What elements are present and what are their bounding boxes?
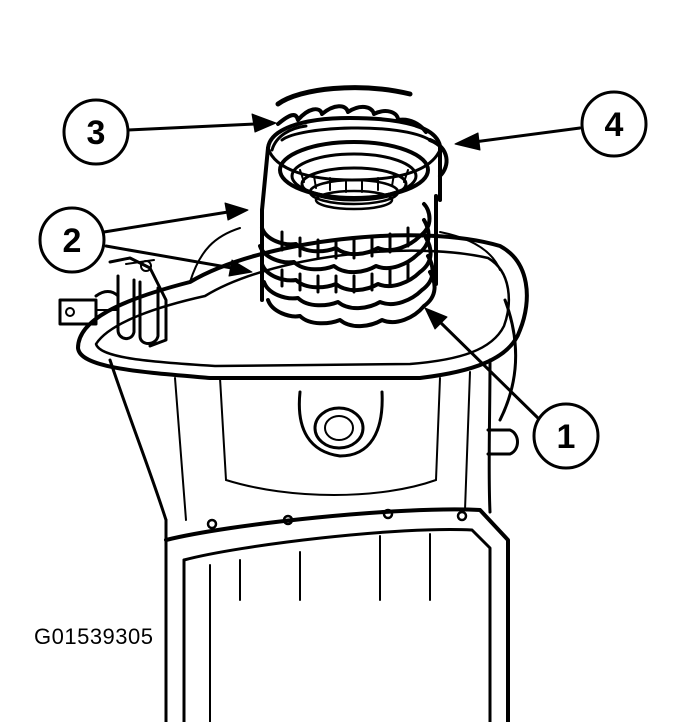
arrowhead-4	[454, 132, 481, 151]
side-bracket	[58, 256, 168, 348]
callout-2: 2	[38, 206, 106, 274]
arrowhead-3	[251, 113, 277, 133]
leader-line-2b	[104, 244, 234, 270]
callout-1-label: 1	[557, 418, 576, 456]
callout-4: 4	[580, 90, 648, 158]
arrowhead-1	[424, 307, 448, 330]
callout-3: 3	[62, 98, 130, 166]
arrowhead-2b	[228, 259, 253, 277]
arrowhead-2a	[224, 202, 249, 221]
callout-4-label: 4	[605, 106, 624, 144]
leader-line-4	[472, 126, 582, 144]
leader-line-2a	[102, 210, 230, 234]
clutch-plate-stack	[258, 85, 449, 328]
leader-line-3	[126, 122, 258, 132]
figure-id-label: G01539305	[34, 624, 154, 649]
callout-2-label: 2	[63, 222, 82, 260]
leader-lines	[102, 113, 582, 422]
transmission-case	[76, 227, 529, 722]
leader-line-1	[438, 320, 542, 422]
callout-3-label: 3	[87, 114, 106, 152]
callout-1: 1	[532, 402, 600, 470]
